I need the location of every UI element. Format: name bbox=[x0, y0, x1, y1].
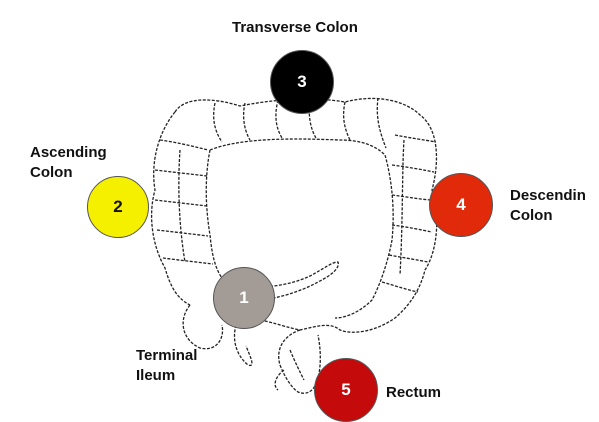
label-ascending-colon: Ascending Colon bbox=[30, 143, 107, 183]
marker-number: 2 bbox=[113, 197, 122, 217]
label-descending-colon: Descendin Colon bbox=[510, 186, 586, 226]
marker-transverse-colon: 3 bbox=[270, 50, 334, 114]
marker-descending-colon: 4 bbox=[429, 173, 493, 237]
ascending-inner bbox=[206, 150, 222, 278]
marker-number: 4 bbox=[456, 195, 465, 215]
marker-terminal-ileum: 1 bbox=[213, 267, 275, 329]
marker-rectum: 5 bbox=[314, 358, 378, 422]
marker-number: 1 bbox=[239, 288, 248, 308]
label-terminal-ileum: Terminal Ileum bbox=[136, 346, 197, 386]
marker-number: 5 bbox=[341, 380, 350, 400]
marker-ascending-colon: 2 bbox=[87, 176, 149, 238]
label-rectum: Rectum bbox=[386, 383, 441, 403]
label-transverse-colon: Transverse Colon bbox=[232, 18, 358, 38]
marker-number: 3 bbox=[297, 72, 306, 92]
ascending-outer bbox=[152, 112, 190, 305]
